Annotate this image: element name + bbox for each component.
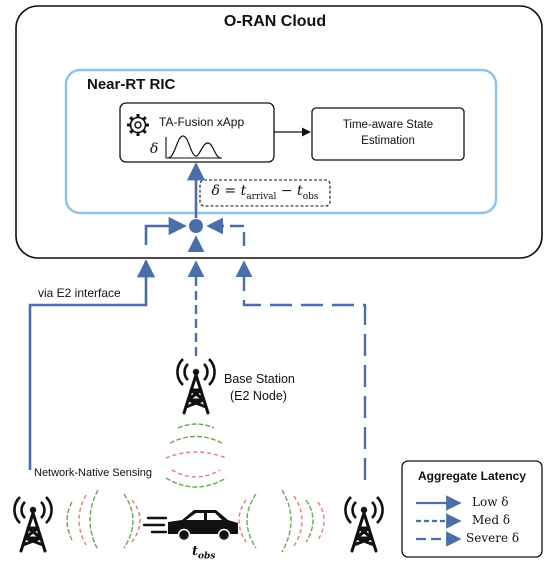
xapp-title: TA-Fusion xApp	[159, 115, 245, 129]
legend-box	[401, 460, 543, 558]
ta-fusion-xapp-box	[119, 102, 275, 163]
state-estimation-line1: Time-aware State	[342, 119, 434, 131]
legend-severe-label: Severe δ	[466, 531, 520, 545]
base-station-line2: (E2 Node)	[230, 389, 287, 403]
severe-dashed-link	[235, 260, 367, 480]
vehicle-icon	[142, 510, 238, 542]
vehicle-t: t	[192, 544, 199, 559]
right-sensing-tower-icon	[343, 495, 385, 553]
xapp-delta-symbol: δ	[150, 141, 159, 157]
formula-t1: t	[240, 183, 247, 199]
formula-obs-sub: obs	[302, 191, 319, 202]
state-estimation-box	[311, 107, 465, 161]
formula-minus: −	[280, 183, 293, 199]
state-estimation-line2: Estimation	[361, 135, 415, 147]
formula-box	[199, 179, 331, 207]
sensing-label: Network-Native Sensing	[34, 467, 152, 479]
latency-formula: δ = tarrival − tobs	[200, 183, 330, 202]
severe-dashed-link-into-hub	[206, 217, 246, 246]
base-station-line1: Base Station	[224, 372, 295, 386]
gear-icon	[127, 114, 149, 136]
legend-low-label: Low δ	[472, 495, 509, 509]
base-station-waves	[165, 423, 227, 488]
formula-t2: t	[297, 183, 303, 199]
formula-delta: δ	[211, 183, 220, 199]
near-rt-ric-title: Near-RT RIC	[87, 76, 176, 93]
base-station-tower-icon	[175, 357, 217, 415]
legend-title: Aggregate Latency	[417, 469, 527, 483]
e2-interface-label: via E2 interface	[38, 286, 121, 300]
legend-med-label: Med δ	[472, 513, 511, 527]
vehicle-timestamp: tobs	[192, 544, 215, 562]
e2-solid-link	[28, 259, 156, 470]
distribution-curve-icon	[165, 135, 222, 159]
e2-solid-link-into-hub	[144, 216, 187, 245]
left-sensing-waves	[66, 489, 141, 551]
oran-cloud-title: O-RAN Cloud	[223, 13, 327, 30]
left-sensing-tower-icon	[12, 495, 54, 553]
vehicle-obs-sub: obs	[198, 551, 216, 562]
formula-arrival-sub: arrival	[246, 191, 277, 202]
right-sensing-waves	[238, 489, 325, 553]
aggregation-hub	[189, 219, 203, 233]
formula-equals: =	[224, 183, 237, 199]
